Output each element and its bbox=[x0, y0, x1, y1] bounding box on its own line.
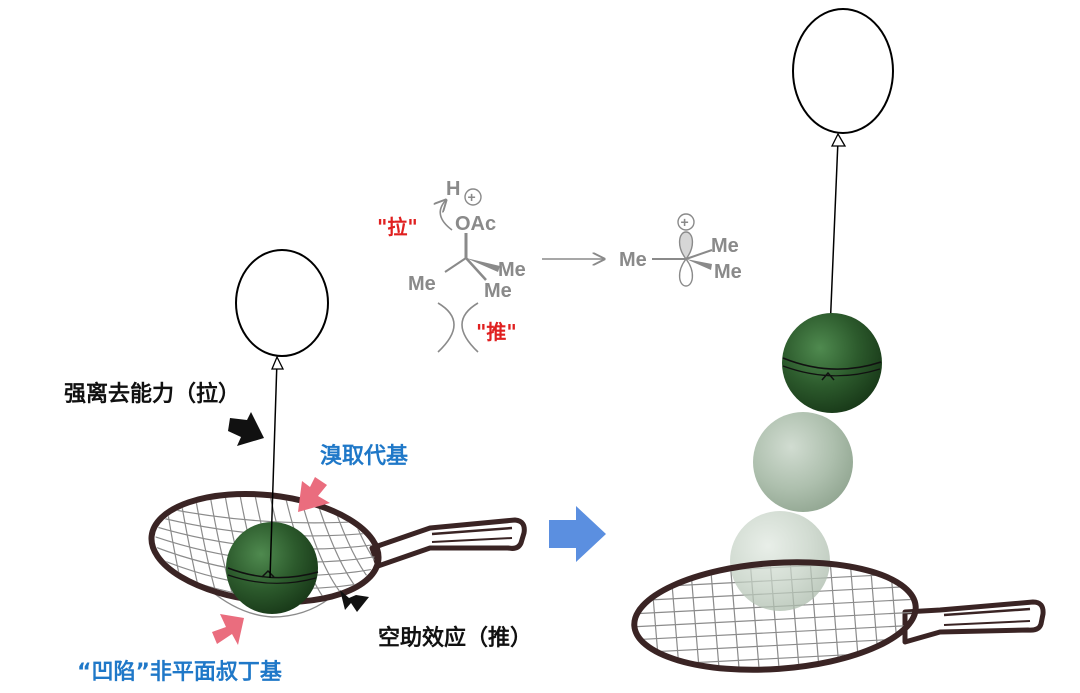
black-arrow-bottom bbox=[340, 590, 369, 612]
scheme-me-left: Me bbox=[408, 273, 436, 295]
black-arrow-top bbox=[228, 412, 264, 446]
right-ball bbox=[782, 313, 882, 413]
scheme-push-label: "推" bbox=[476, 320, 517, 344]
scheme-bond-me-bottom bbox=[465, 257, 487, 281]
right-balloon-knot bbox=[830, 132, 847, 147]
scheme-h-charge bbox=[464, 188, 482, 206]
scheme-p-orbital-bottom bbox=[678, 257, 694, 287]
pink-arrow-bottom bbox=[212, 614, 244, 645]
scheme-bond-me-left bbox=[444, 257, 467, 273]
nonplanar-tbutyl-label: “凹陷”非平面叔丁基 bbox=[77, 660, 282, 685]
scheme-me-bottom: Me bbox=[484, 280, 512, 302]
scheme-h: H bbox=[446, 178, 460, 200]
scheme-cation-me-upper: Me bbox=[711, 235, 739, 257]
scheme-p-orbital-top bbox=[678, 231, 694, 261]
scheme-steric-arc-left bbox=[437, 302, 455, 353]
left-balloon bbox=[235, 249, 329, 579]
scheme-cation-me-left: Me bbox=[619, 249, 647, 271]
transition-arrow bbox=[549, 506, 606, 562]
scheme-pull-label: "拉" bbox=[377, 215, 418, 239]
bromo-substituent-label: 溴取代基 bbox=[320, 444, 409, 469]
scheme-wedge-right bbox=[466, 258, 500, 272]
steric-assistance-label: 空助效应（推） bbox=[378, 626, 533, 651]
scheme-cation-bond-upper bbox=[685, 249, 713, 260]
scheme-curved-arrow bbox=[440, 200, 453, 231]
ghost-ball-mid bbox=[753, 412, 853, 512]
leaving-group-label: 强离去能力（拉） bbox=[64, 382, 241, 407]
scheme-cation-me-lower: Me bbox=[714, 261, 742, 283]
left-racket bbox=[148, 490, 527, 618]
scheme-h-plus: + bbox=[468, 189, 476, 205]
left-racket-handle bbox=[369, 517, 527, 569]
right-racket-handle bbox=[902, 599, 1046, 645]
left-balloon-knot bbox=[271, 355, 285, 370]
reaction-scheme: H + OAc Me Me Me "拉" "推" Me + Me Me bbox=[377, 178, 742, 353]
scheme-steric-arc-right bbox=[461, 302, 479, 353]
right-racket-frame bbox=[631, 559, 919, 673]
scheme-cation-charge bbox=[677, 213, 695, 231]
left-balloon-string bbox=[269, 359, 278, 579]
pink-arrow-top bbox=[298, 477, 330, 512]
scheme-me-right: Me bbox=[498, 259, 526, 281]
scheme-oac: OAc bbox=[455, 213, 496, 235]
scheme-cation-plus: + bbox=[681, 214, 689, 230]
left-ball bbox=[226, 522, 319, 614]
scheme-cation-wedge-lower bbox=[686, 259, 712, 270]
left-net-sag bbox=[209, 589, 331, 618]
